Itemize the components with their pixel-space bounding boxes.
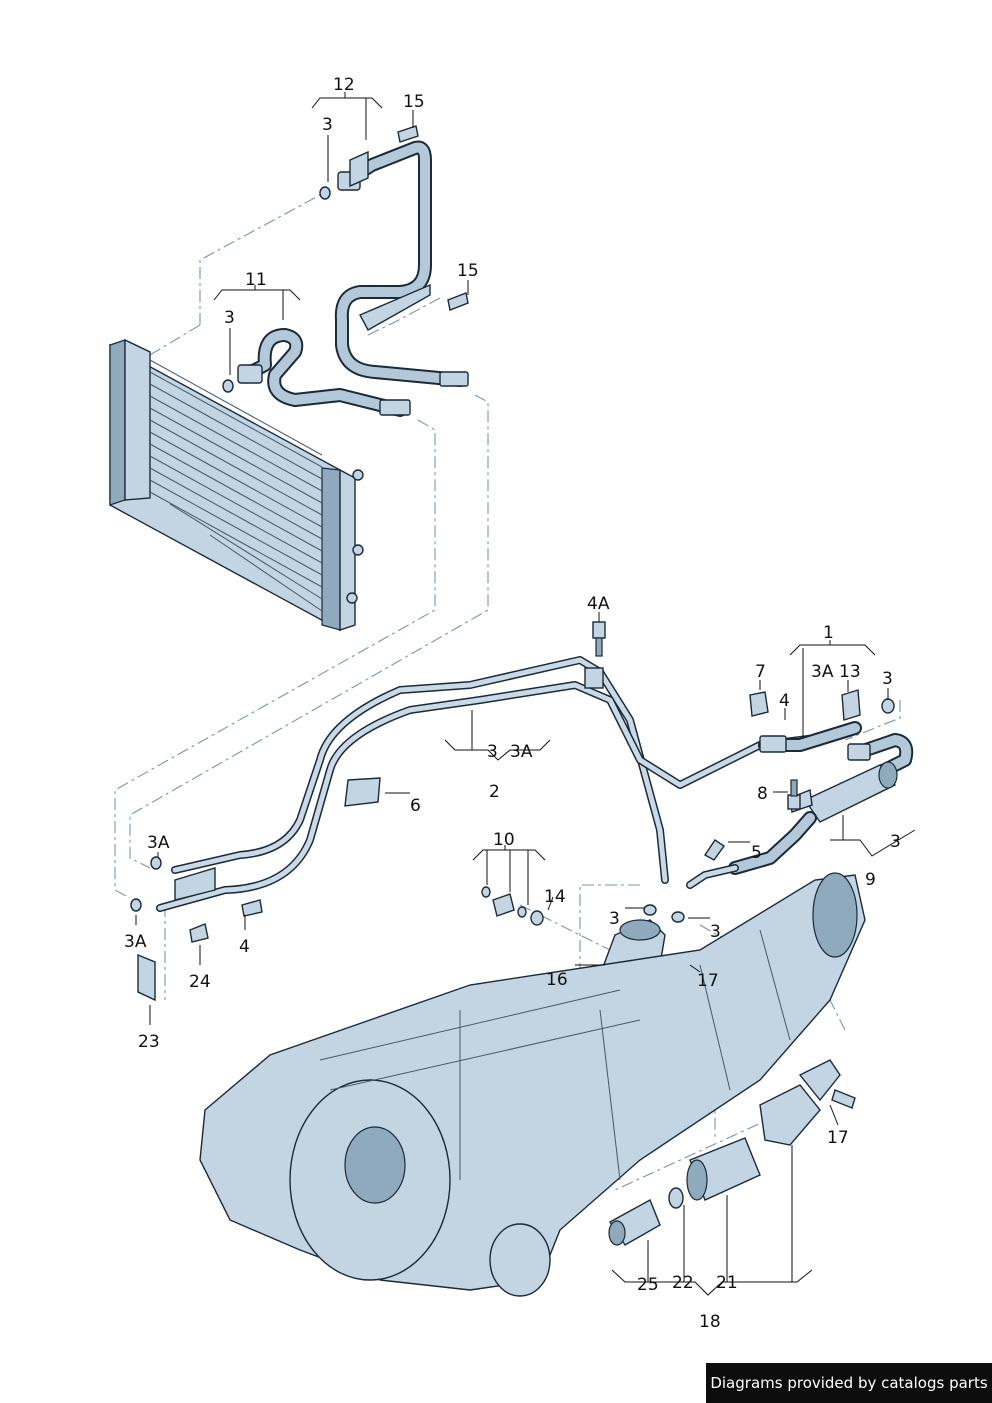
- callout-10: 10: [493, 830, 515, 850]
- callout-13: 13: [839, 662, 861, 682]
- callout-2: 2: [489, 782, 500, 802]
- callout-4-left: 4: [239, 937, 250, 957]
- callout-3-pipe: 3: [487, 742, 498, 762]
- hose-12: [334, 140, 469, 387]
- callout-15-top: 15: [403, 92, 425, 112]
- filter-assembly-18: [608, 1059, 841, 1246]
- callout-24: 24: [189, 972, 211, 992]
- callout-1: 1: [823, 623, 834, 643]
- callout-23: 23: [138, 1032, 160, 1052]
- callout-6: 6: [410, 796, 421, 816]
- fasteners: [137, 125, 861, 1109]
- callout-labels: 12 15 3 11 15 3 4A 1 7 3A 13 3 4 3 3A 2 …: [124, 75, 901, 1332]
- callout-18: 18: [699, 1312, 721, 1332]
- radiator: [109, 338, 364, 632]
- callout-4-right: 4: [779, 691, 790, 711]
- callout-7: 7: [755, 662, 766, 682]
- callout-8: 8: [757, 784, 768, 804]
- callout-17-mid: 17: [697, 971, 719, 991]
- leader-lines: [135, 92, 916, 1296]
- callout-11: 11: [245, 270, 267, 290]
- callout-9: 9: [865, 870, 876, 890]
- callout-4A: 4A: [587, 594, 610, 614]
- callout-12: 12: [333, 75, 355, 95]
- callout-3A-pipe: 3A: [510, 742, 533, 762]
- callout-5: 5: [751, 843, 762, 863]
- callout-3-mid-b: 3: [710, 922, 721, 942]
- callout-3-hose-12: 3: [322, 115, 333, 135]
- callout-22: 22: [672, 1273, 694, 1293]
- callout-3-right: 3: [882, 669, 893, 689]
- callout-21: 21: [716, 1273, 738, 1293]
- o-rings: [130, 186, 895, 1209]
- callout-3A-left: 3A: [147, 833, 170, 853]
- callout-16: 16: [546, 970, 568, 990]
- callout-17-right: 17: [827, 1128, 849, 1148]
- pipe-2: [156, 656, 844, 912]
- transmission: [199, 872, 866, 1297]
- radiator-fins: [149, 359, 323, 612]
- callout-3-cooler: 3: [890, 832, 901, 852]
- callout-3-mid-a: 3: [609, 909, 620, 929]
- hose-1: [758, 721, 914, 782]
- callout-3A-lower: 3A: [124, 932, 147, 952]
- credit-banner: Diagrams provided by catalogs parts: [706, 1363, 992, 1403]
- hose-11: [237, 328, 411, 417]
- callout-15-mid: 15: [457, 261, 479, 281]
- callout-25: 25: [637, 1275, 659, 1295]
- callout-14: 14: [544, 887, 566, 907]
- callout-3-hose-11: 3: [224, 308, 235, 328]
- callout-3A-top: 3A: [811, 662, 834, 682]
